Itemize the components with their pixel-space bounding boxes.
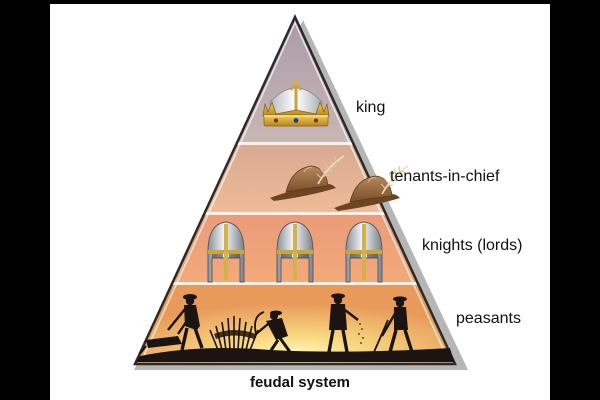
- diagram-frame: king tenants-in-chief knights (lords) pe…: [50, 4, 550, 400]
- peasants-silhouette-icon: [136, 293, 454, 362]
- diagram-caption: feudal system: [249, 374, 351, 391]
- crown-icon: [262, 80, 330, 127]
- tier-label-peasants: peasants: [456, 310, 521, 327]
- helmet-icon: [345, 221, 383, 283]
- feathered-hat-icon: [334, 165, 409, 211]
- helmet-icon: [207, 221, 245, 283]
- helmet-icon: [276, 221, 314, 283]
- feathered-hat-icon: [270, 155, 345, 201]
- tier-label-king: king: [356, 99, 386, 116]
- tier-label-knights: knights (lords): [422, 237, 523, 254]
- feudal-pyramid: [133, 14, 468, 370]
- tier-label-tenants-in-chief: tenants-in-chief: [390, 168, 500, 185]
